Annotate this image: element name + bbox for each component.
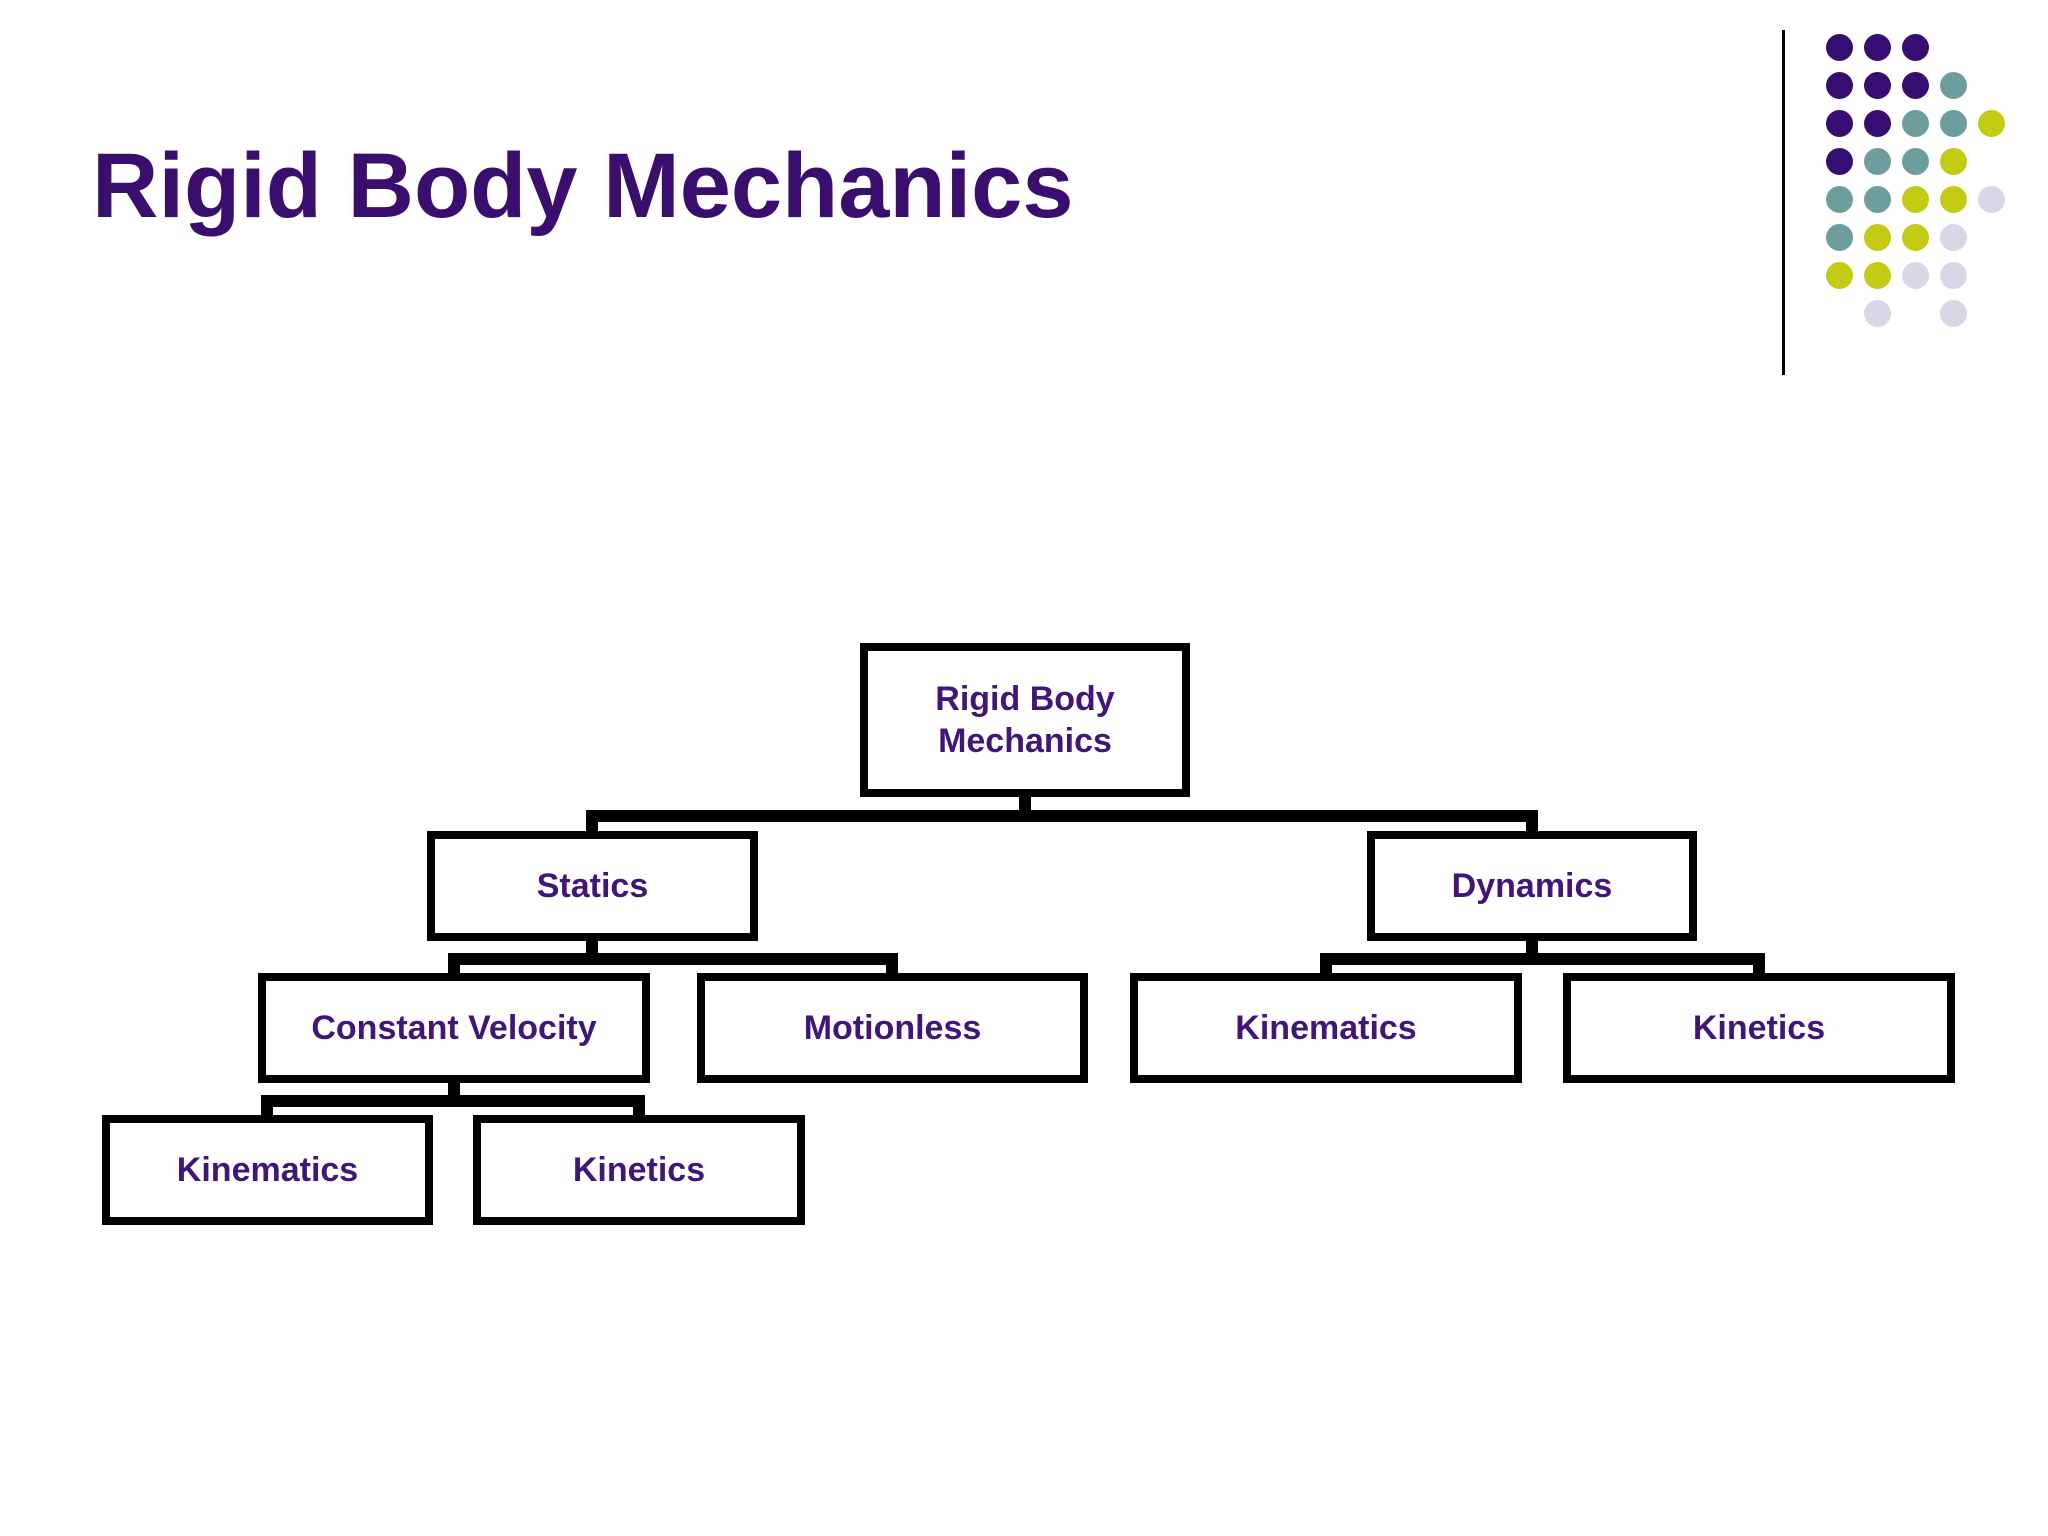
dot: [1826, 72, 1853, 99]
connector-dynamics-stub: [1526, 810, 1538, 831]
node-kinetics-dynamics: Kinetics: [1563, 973, 1955, 1083]
dot: [1826, 186, 1853, 213]
dot: [1826, 110, 1853, 137]
dot: [1902, 224, 1929, 251]
connector-rail-statics-children: [448, 953, 898, 965]
dot: [1978, 110, 2005, 137]
connector-kinetics-cv-stub: [633, 1095, 645, 1115]
dot: [1978, 186, 2005, 213]
connector-kinematics-cv-stub: [261, 1095, 273, 1115]
connector-motionless-stub: [886, 953, 898, 973]
dot: [1902, 72, 1929, 99]
dot: [1864, 110, 1891, 137]
dot: [1864, 224, 1891, 251]
node-kinematics-cv-label: Kinematics: [176, 1150, 359, 1189]
connector-rail-dynamics-children: [1320, 953, 1765, 965]
dot: [1940, 186, 1967, 213]
connector-kinetics-dynamics-stub: [1753, 953, 1765, 973]
dot-grid: [1826, 34, 2046, 364]
dot: [1902, 186, 1929, 213]
dot: [1902, 148, 1929, 175]
node-kinematics-dynamics: Kinematics: [1130, 973, 1522, 1083]
node-statics: Statics: [427, 831, 758, 941]
dot: [1940, 224, 1967, 251]
node-kinetics-cv-label: Kinetics: [572, 1150, 706, 1189]
dot: [1864, 186, 1891, 213]
node-kinetics-dynamics-label: Kinetics: [1692, 1008, 1826, 1047]
dot: [1902, 110, 1929, 137]
dot: [1902, 34, 1929, 61]
node-motionless: Motionless: [697, 973, 1088, 1083]
connector-kinematics-dynamics-stub: [1320, 953, 1332, 973]
connector-rail-cv-children: [261, 1095, 645, 1107]
node-motionless-label: Motionless: [803, 1008, 982, 1047]
node-kinematics-cv: Kinematics: [102, 1115, 433, 1225]
dot: [1940, 110, 1967, 137]
dot: [1902, 262, 1929, 289]
node-rigid-body-mechanics-label: Rigid Body Mechanics: [935, 679, 1115, 761]
slide-title: Rigid Body Mechanics: [92, 135, 1074, 237]
node-kinematics-dynamics-label: Kinematics: [1235, 1008, 1417, 1047]
node-kinetics-cv: Kinetics: [473, 1115, 805, 1225]
node-statics-label: Statics: [536, 866, 649, 905]
node-dynamics: Dynamics: [1367, 831, 1697, 941]
dot: [1826, 262, 1853, 289]
dot: [1826, 148, 1853, 175]
dot: [1826, 34, 1853, 61]
ornament-vertical-rule: [1782, 30, 1785, 375]
node-constant-velocity: Constant Velocity: [258, 973, 650, 1083]
connector-rail-level1: [586, 810, 1538, 822]
dot: [1864, 34, 1891, 61]
node-constant-velocity-label: Constant Velocity: [311, 1008, 597, 1047]
dot: [1940, 262, 1967, 289]
connector-constant-velocity-stub: [448, 953, 460, 973]
dot: [1864, 72, 1891, 99]
connector-statics-stub: [586, 810, 598, 831]
node-dynamics-label: Dynamics: [1451, 866, 1613, 905]
dot: [1864, 262, 1891, 289]
dot: [1940, 300, 1967, 327]
dot: [1940, 72, 1967, 99]
dot: [1864, 300, 1891, 327]
dot: [1864, 148, 1891, 175]
node-rigid-body-mechanics: Rigid Body Mechanics: [860, 643, 1190, 797]
dot: [1940, 148, 1967, 175]
dot: [1826, 224, 1853, 251]
